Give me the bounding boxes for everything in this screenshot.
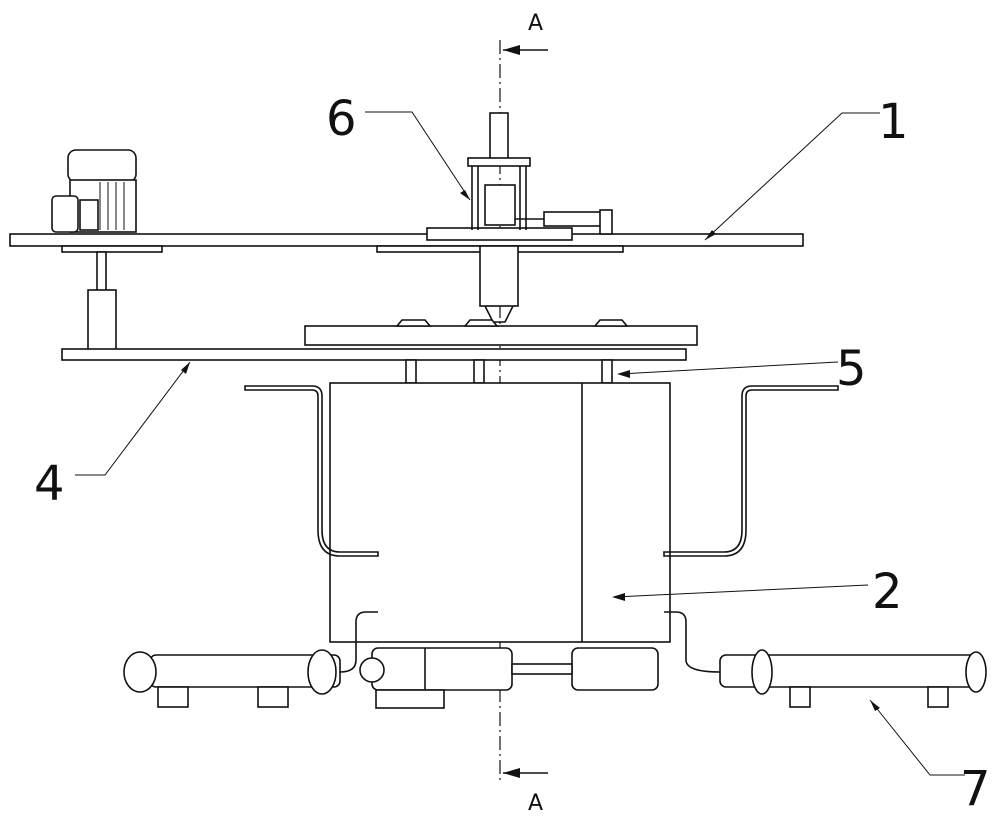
- motor: [52, 150, 136, 232]
- inlet-pipe-right: [664, 386, 838, 556]
- section-label-top: A: [528, 11, 543, 36]
- callout-2: 2: [872, 564, 903, 620]
- heat-exchanger-right: [720, 650, 986, 707]
- pump-units: [360, 648, 658, 708]
- support-posts: [406, 360, 612, 383]
- outlet-pipe-right: [664, 612, 720, 672]
- callout-7: 7: [960, 761, 991, 817]
- section-label-bottom: A: [528, 791, 543, 816]
- callout-5: 5: [836, 341, 867, 397]
- callout-4: 4: [34, 456, 65, 512]
- lifting-unit: [468, 113, 612, 322]
- drive-shaft: [97, 252, 106, 292]
- tank: [330, 383, 670, 642]
- drive-housing: [88, 290, 116, 350]
- callout-6: 6: [326, 91, 357, 147]
- section-arrow-top: [503, 45, 548, 55]
- callout-1: 1: [878, 94, 909, 150]
- section-arrow-bottom: [503, 768, 548, 778]
- turntable-disc: [305, 326, 697, 345]
- lower-plate: [62, 349, 686, 360]
- heat-exchanger-left: [124, 650, 340, 707]
- motor-mount-plate: [62, 246, 162, 252]
- base-plate: [427, 228, 572, 240]
- top-plate: [10, 234, 803, 246]
- disc-clamps: [397, 320, 627, 326]
